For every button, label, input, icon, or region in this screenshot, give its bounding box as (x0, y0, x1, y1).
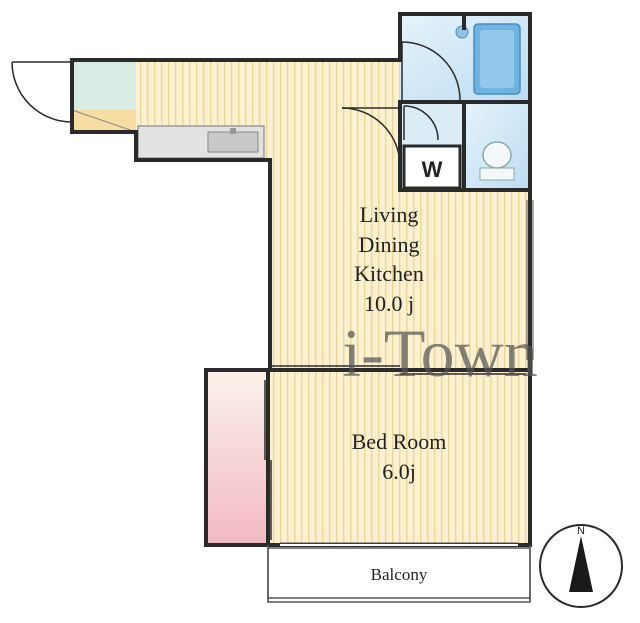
bedroom-floor (268, 370, 530, 545)
kitchen-faucet (230, 128, 236, 134)
washing-machine-space (402, 144, 462, 190)
bedroom-sliding-door (270, 365, 526, 375)
balcony-walls (267, 545, 531, 602)
north-compass: N (539, 524, 623, 608)
entrance-door (11, 61, 73, 123)
bedroom-label: Bed Room (352, 429, 447, 454)
ldk-label-kitchen: Kitchen (354, 261, 424, 286)
north-arrow-icon (569, 536, 593, 592)
entrance-shoebox (72, 60, 136, 110)
bathroom-door (401, 41, 461, 101)
watermark-text: i-Town (342, 315, 537, 391)
ldk-window (526, 200, 534, 360)
entrance-divider (71, 109, 137, 133)
balcony-label: Balcony (371, 565, 428, 584)
toilet-tank (479, 167, 515, 181)
kitchen-sink (207, 131, 259, 153)
compass-north-label: N (577, 525, 585, 537)
ldk-label-dining: Dining (358, 232, 419, 257)
ldk-label-living: Living (360, 202, 419, 227)
washroom-label: W (422, 157, 443, 182)
closet (206, 370, 268, 545)
balcony-window (280, 542, 518, 549)
toilet-door (403, 105, 439, 141)
bedroom-size: 6.0j (382, 459, 416, 484)
closet-door-marks (264, 380, 272, 540)
washroom-door (341, 107, 401, 167)
bathtub-inner (480, 30, 514, 88)
toilet-bowl-icon (482, 141, 512, 169)
ldk-size: 10.0 j (364, 291, 414, 316)
